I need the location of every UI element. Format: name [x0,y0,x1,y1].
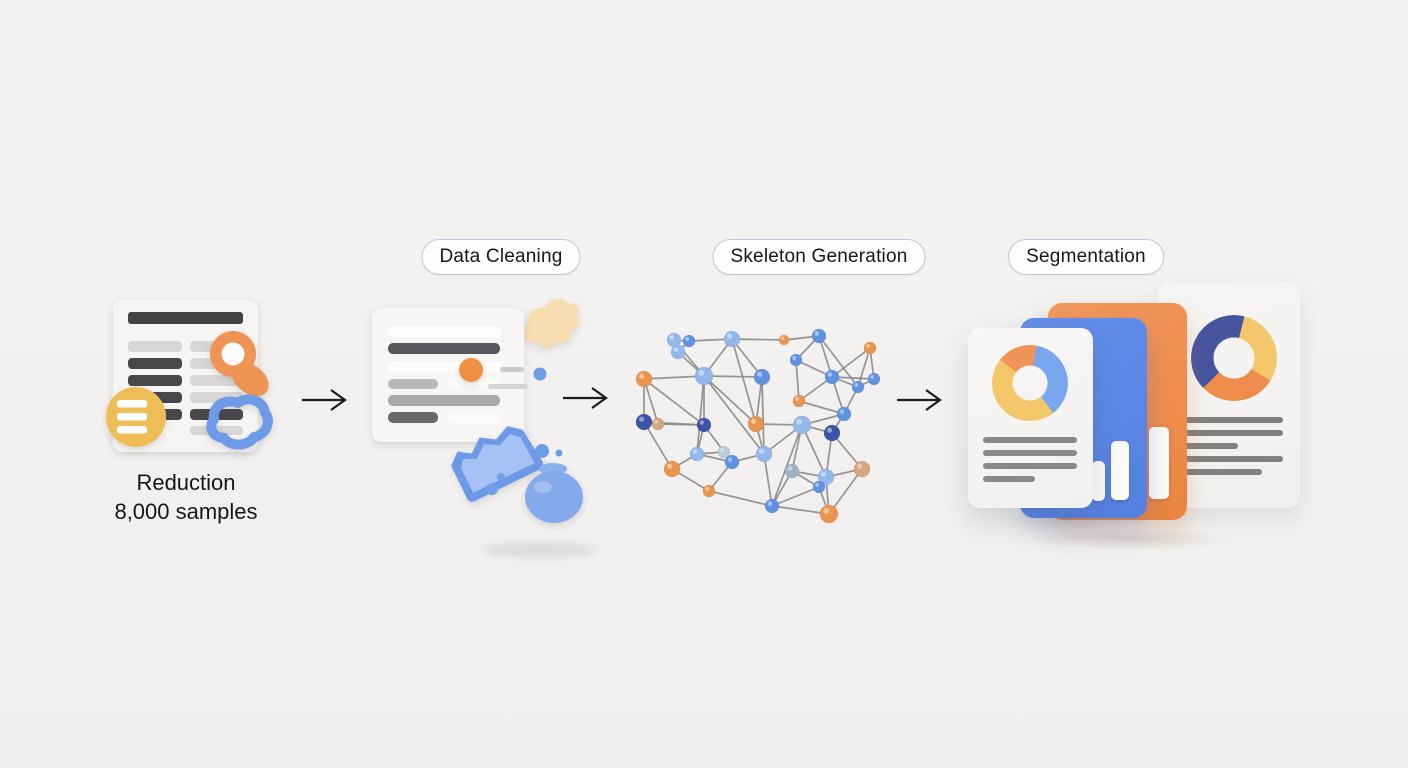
orange-blob-icon [210,331,269,396]
donut-chart-back [1191,315,1277,401]
segmentation-illustration [958,276,1310,576]
table-header-bar [128,312,243,324]
caption-line-2: 8,000 samples [114,499,258,524]
drop-dot [497,473,505,481]
source-caption: Reduction 8,000 samples [74,468,298,526]
drop-dot [535,444,549,458]
cream-splat-icon [522,299,579,348]
orange-dot [459,358,483,382]
yellow-list-icon [106,387,166,447]
ground-shadow [484,543,596,557]
donut-chart-front [992,345,1068,421]
drop-dot [486,483,498,495]
reduction-document-illustration [106,300,273,452]
flow-arrow-1 [302,389,347,411]
blue-blob-icon [206,394,273,450]
document-card [372,308,524,442]
stage-label-skeleton-generation: Skeleton Generation [712,239,926,275]
stage-label-data-cleaning: Data Cleaning [421,239,581,275]
ground-shadow [1028,528,1238,550]
falling-chart-icon [451,426,544,502]
flow-arrow-3 [897,389,942,411]
stage-label-segmentation: Segmentation [1008,239,1164,275]
data-cleaning-illustration [372,299,596,557]
drop-dot [555,449,563,457]
flow-arrow-2 [563,387,608,409]
caption-line-1: Reduction [136,470,236,495]
droplet-bag-icon [525,463,583,523]
skeleton-graph-illustration [635,328,881,524]
blue-dot [533,367,547,381]
